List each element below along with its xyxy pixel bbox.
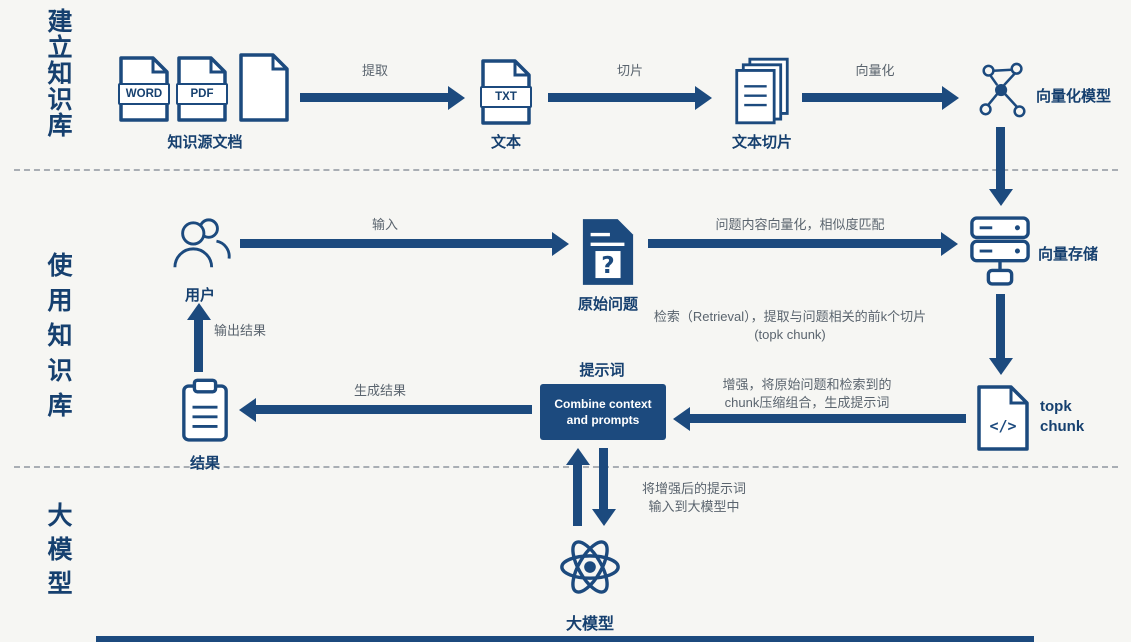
arrow-retrieval bbox=[988, 294, 1013, 375]
separator-line-top bbox=[14, 169, 1118, 171]
result-label: 结果 bbox=[189, 455, 220, 472]
edge-label-retrieval-line2: (topk chunk) bbox=[754, 327, 826, 342]
edge-label-retrieval-line1: 检索（Retrieval），提取与问题相关的前k个切片 bbox=[653, 309, 927, 324]
arrow-prompt-to-llm bbox=[591, 448, 616, 526]
code-glyph: </> bbox=[989, 417, 1016, 435]
edge-label-augment-line2: chunk压缩组合，生成提示词 bbox=[724, 395, 890, 410]
edge-label-augment-line1: 增强，将原始问题和检索到的 bbox=[722, 377, 892, 392]
txt-badge: TXT bbox=[480, 86, 532, 108]
text-chunks-icon bbox=[733, 56, 791, 126]
separator-line-bottom bbox=[14, 466, 1118, 468]
bottom-border bbox=[96, 636, 1034, 642]
section-label-build: 建立知识库 bbox=[44, 8, 72, 138]
edge-label-slice: 切片 bbox=[616, 63, 643, 78]
llm-label: 大模型 bbox=[565, 616, 614, 633]
word-badge: WORD bbox=[118, 83, 170, 105]
edge-label-retrieval: 检索（Retrieval），提取与问题相关的前k个切片 (topk chunk) bbox=[600, 308, 980, 344]
text-label: 文本 bbox=[490, 134, 521, 151]
pdf-document-icon: PDF bbox=[176, 55, 228, 123]
arrow-extract bbox=[300, 85, 465, 110]
llm-atom-icon bbox=[557, 532, 623, 609]
question-document-icon: ? bbox=[580, 216, 636, 293]
edge-label-similarity: 问题内容向量化，相似度匹配 bbox=[715, 217, 885, 232]
edge-label-to-llm-line2: 输入到大模型中 bbox=[648, 499, 740, 514]
question-mark-glyph: ? bbox=[601, 252, 614, 279]
edge-label-to-llm: 将增强后的提示词 输入到大模型中 bbox=[628, 480, 760, 516]
edge-label-augment: 增强，将原始问题和检索到的 chunk压缩组合，生成提示词 bbox=[698, 376, 916, 412]
section-label-llm: 大模型 bbox=[44, 502, 72, 604]
topk-chunk-icon: </> bbox=[976, 384, 1030, 457]
edge-label-extract: 提取 bbox=[361, 63, 388, 78]
edge-label-generate: 生成结果 bbox=[353, 383, 406, 398]
arrow-similarity bbox=[648, 231, 958, 256]
arrow-output bbox=[186, 303, 211, 372]
arrow-llm-to-prompt bbox=[565, 448, 590, 526]
vector-model-icon bbox=[976, 62, 1032, 125]
text-chunks-label: 文本切片 bbox=[731, 134, 792, 151]
arrow-model-to-store bbox=[988, 127, 1013, 206]
user-label: 用户 bbox=[184, 287, 215, 304]
arrow-augment bbox=[673, 406, 966, 431]
prompt-title: 提示词 bbox=[579, 362, 625, 379]
arrow-slice bbox=[548, 85, 712, 110]
vector-model-label: 向量化模型 bbox=[1036, 88, 1112, 105]
source-docs-label: 知识源文档 bbox=[167, 134, 243, 151]
arrow-vectorize bbox=[802, 85, 959, 110]
question-label: 原始问题 bbox=[577, 296, 638, 313]
edge-label-input: 输入 bbox=[371, 217, 398, 232]
combine-context-box: Combine context and prompts bbox=[540, 384, 666, 440]
word-document-icon: WORD bbox=[118, 55, 170, 123]
arrow-input bbox=[240, 231, 569, 256]
section-label-use: 使用知识库 bbox=[44, 252, 72, 427]
arrow-generate bbox=[239, 397, 532, 422]
edge-label-output: 输出结果 bbox=[214, 323, 267, 338]
txt-document-icon: TXT bbox=[480, 58, 532, 126]
result-clipboard-icon bbox=[180, 378, 230, 451]
blank-document-icon bbox=[238, 52, 290, 123]
pdf-badge: PDF bbox=[176, 83, 228, 105]
vector-store-label: 向量存储 bbox=[1038, 246, 1099, 263]
vector-store-icon bbox=[969, 214, 1031, 295]
topk-chunk-label: topk chunk bbox=[1040, 398, 1085, 435]
edge-label-vectorize: 向量化 bbox=[855, 63, 895, 78]
edge-label-to-llm-line1: 将增强后的提示词 bbox=[641, 481, 746, 496]
user-icon bbox=[170, 216, 232, 279]
